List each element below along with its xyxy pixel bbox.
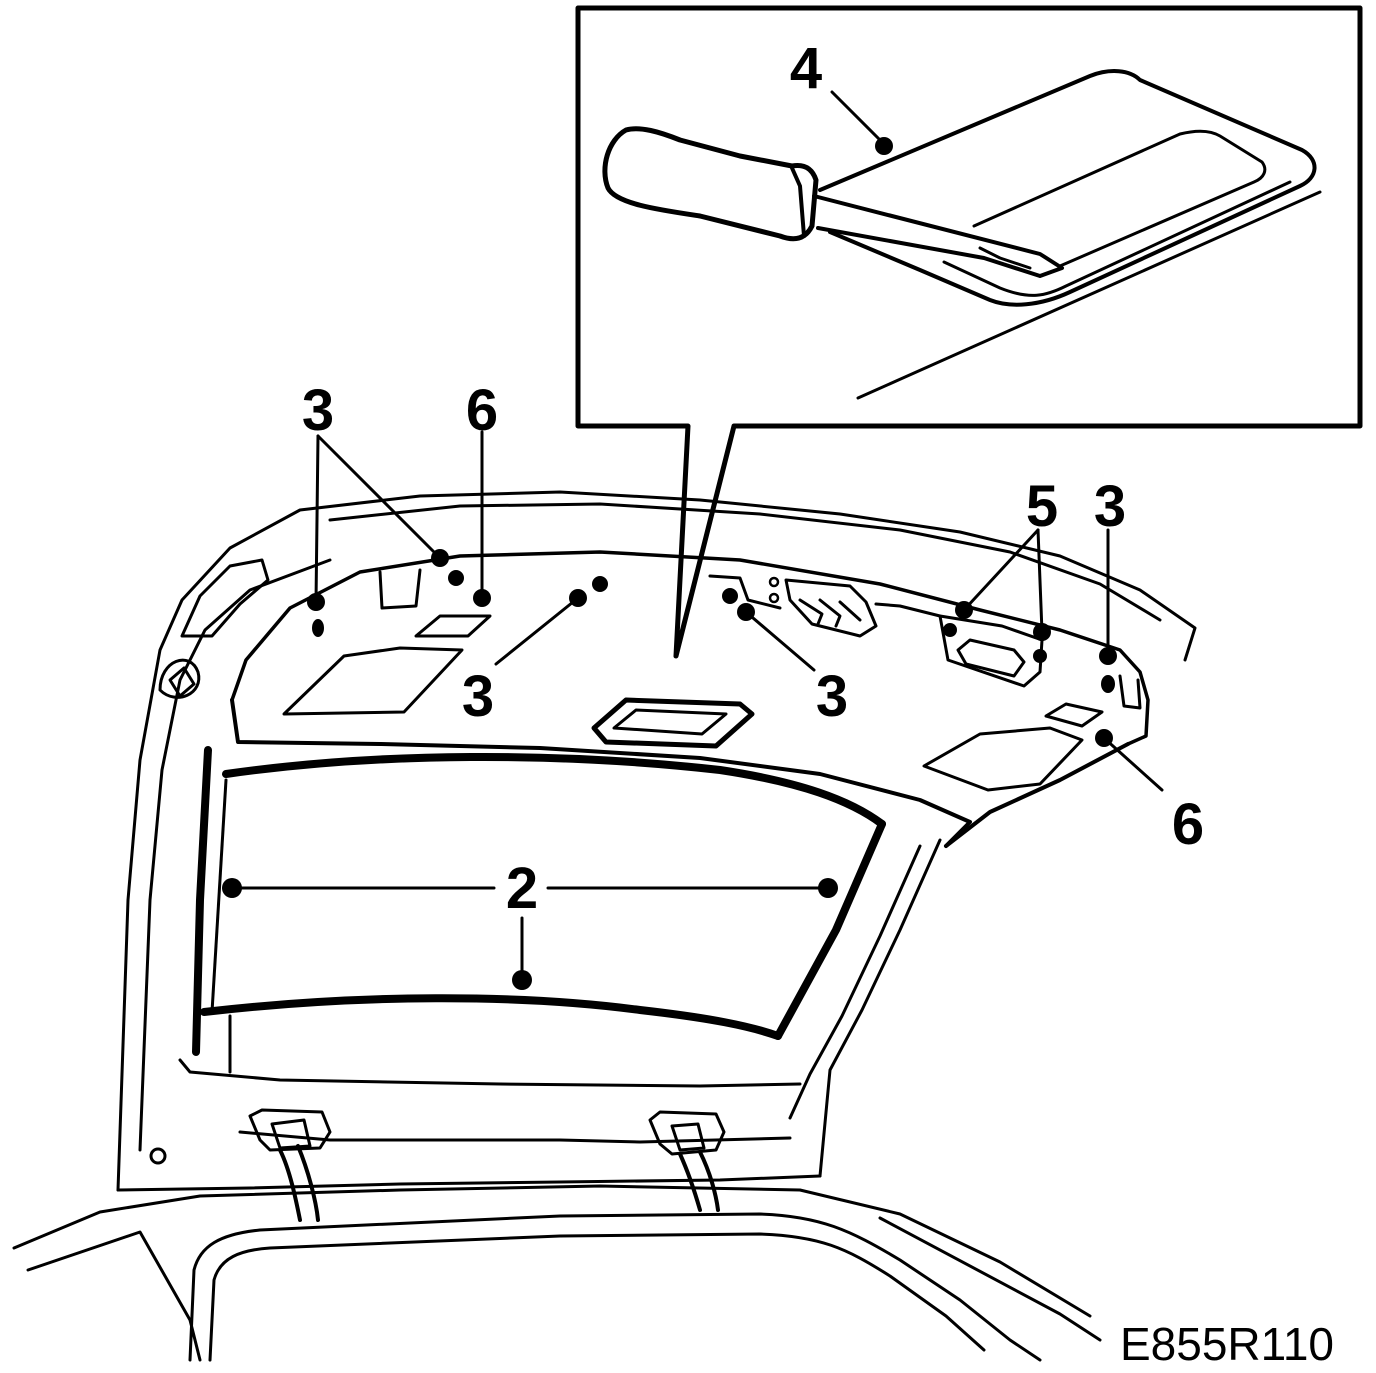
- leader-lines: [230, 90, 1164, 982]
- figure-code: E855R110: [1120, 1318, 1334, 1368]
- callout-6-upper-left: 6: [466, 378, 498, 443]
- callout-5: 5: [1026, 474, 1058, 539]
- callout-4: 4: [790, 36, 822, 101]
- upper-trim-panel: [230, 550, 1150, 848]
- lower-sill-and-hinges: [238, 1108, 792, 1222]
- callout-3-upper-left: 3: [302, 378, 334, 443]
- callout-3-center-right: 3: [816, 664, 848, 729]
- callout-6-right: 6: [1172, 792, 1204, 857]
- body-opening: [12, 1184, 1102, 1362]
- callout-2: 2: [506, 856, 538, 921]
- callout-3-center-left: 3: [462, 664, 494, 729]
- callout-labels: 3 6 3 3 5 3 6 4 2 E855R110: [302, 36, 1334, 1370]
- rear-window-frame: [178, 746, 886, 1088]
- detail-inset: [575, 5, 1363, 659]
- callout-3-right: 3: [1094, 474, 1126, 539]
- callout-dots: [222, 137, 1117, 990]
